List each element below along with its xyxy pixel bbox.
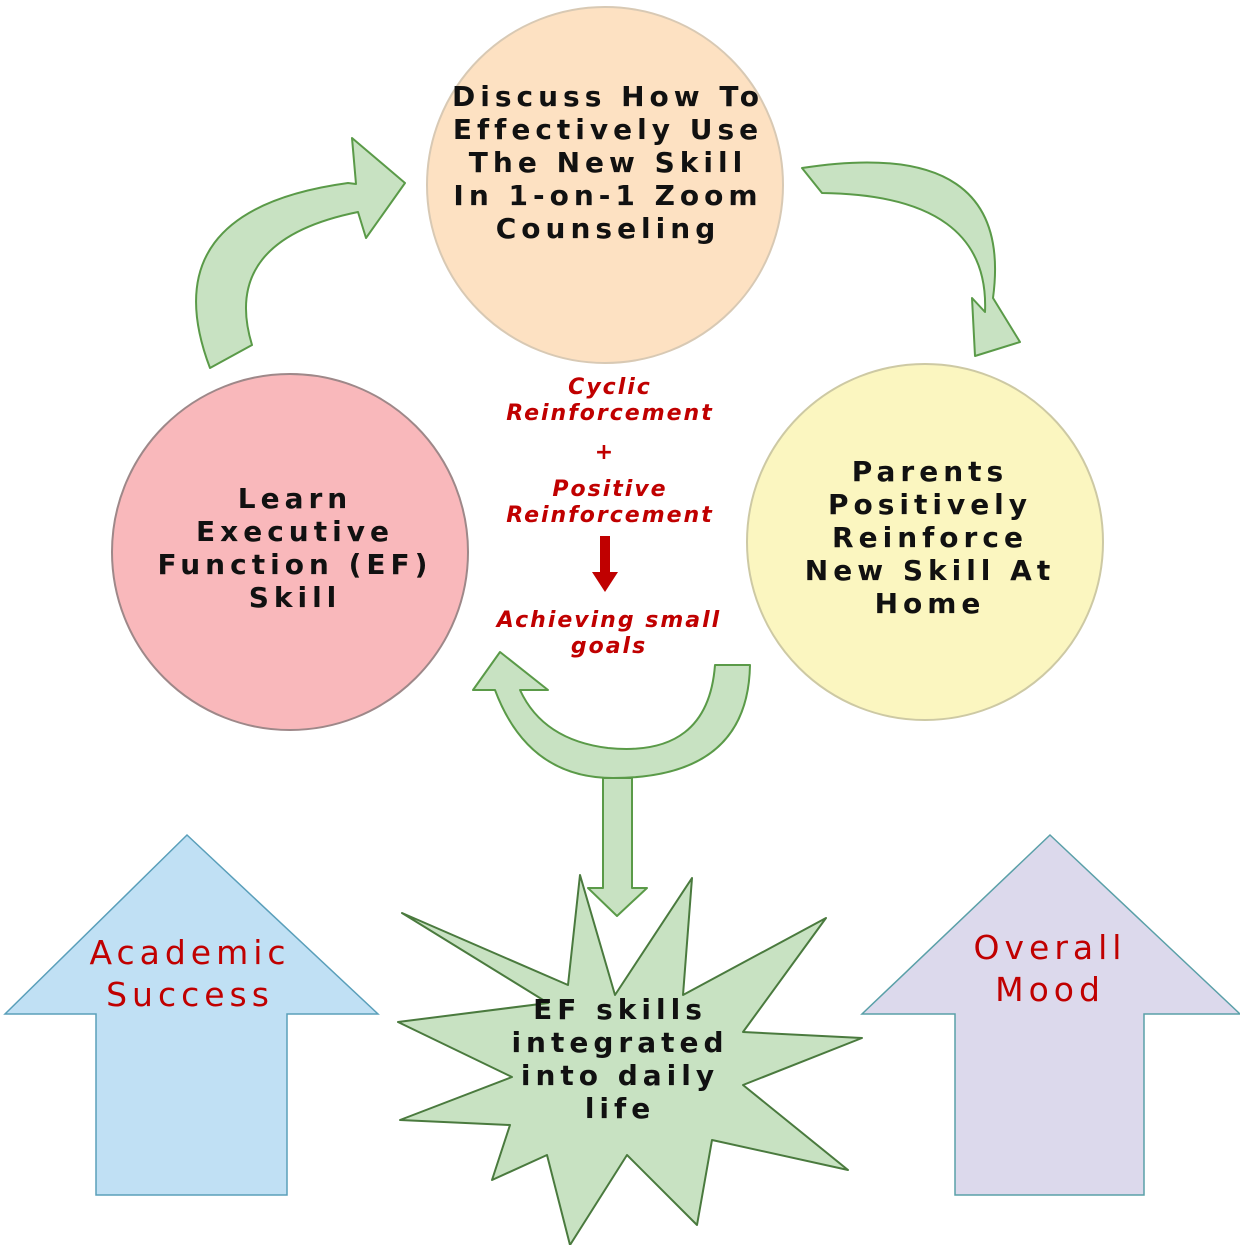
left-circle xyxy=(111,373,469,731)
down-arrow-to-star xyxy=(587,777,648,917)
academic-success-label: Academic Success xyxy=(89,933,291,1014)
top-node-label: Discuss How To Effectively Use The New S… xyxy=(451,80,765,245)
center-red-arrow-shaft xyxy=(600,536,610,574)
positive-reinforcement-label: Positive Reinforcement xyxy=(506,477,714,528)
top-circle xyxy=(426,6,784,364)
plus-sign: + xyxy=(594,440,616,465)
overall-mood-label: Overall Mood xyxy=(973,928,1127,1009)
academic-success-arrow xyxy=(3,833,380,1196)
right-node-label: Parents Positively Reinforce New Skill A… xyxy=(804,455,1056,620)
star-burst xyxy=(397,874,863,1245)
star-label: EF skills integrated into daily life xyxy=(511,993,729,1125)
cycle-arrow-top-to-right xyxy=(801,161,1021,357)
overall-mood-arrow xyxy=(860,833,1240,1196)
left-node-label: Learn Executive Function (EF) Skill xyxy=(157,482,433,614)
cycle-arrow-bottom-return xyxy=(472,651,751,779)
right-circle xyxy=(746,363,1104,721)
center-red-arrow-head xyxy=(592,572,618,592)
achieving-goals-label: Achieving small goals xyxy=(496,608,722,659)
cycle-arrow-left-to-top xyxy=(195,137,406,369)
cyclic-reinforcement-label: Cyclic Reinforcement xyxy=(506,375,714,426)
